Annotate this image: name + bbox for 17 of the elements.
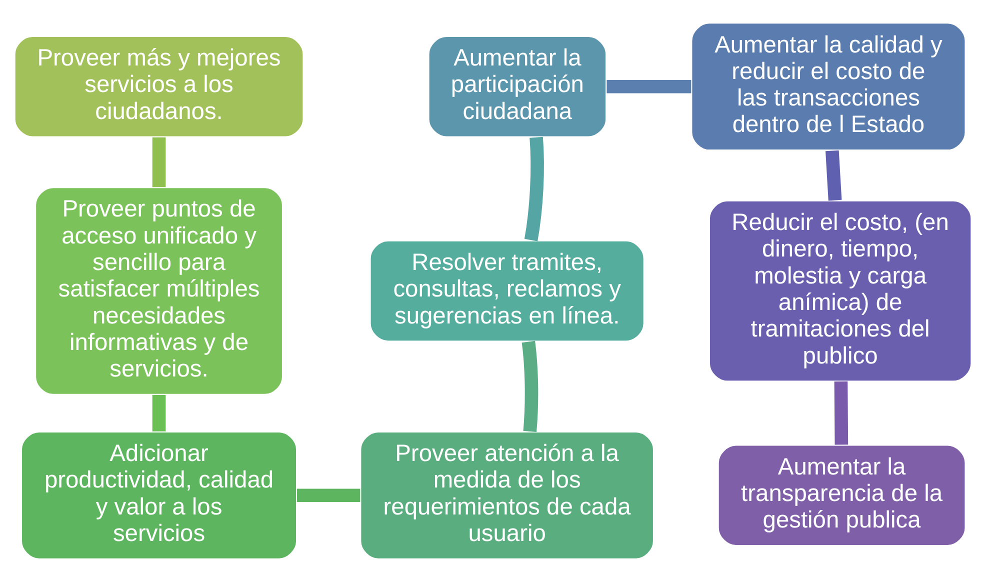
node-box: Aumentar la calidad y reducir el costo de las transacciones dentro de l Estado	[690, 22, 966, 152]
node-box: Proveer más y mejores servicios a los ciudadanos.	[14, 36, 304, 138]
node-box: Proveer puntos de acceso unificado y sencillo para satisfacer múltiples necesidades informativas y de servicios.	[34, 186, 284, 396]
connector	[152, 137, 166, 188]
node-box: Resolver tramites, consultas, reclamos y sugerencias en línea.	[369, 240, 645, 342]
connector	[152, 394, 166, 432]
connector	[826, 150, 842, 201]
connector	[297, 488, 360, 502]
node-box: Reducir el costo, (en dinero, tiempo, molestia y carga anímica) de tramitaciones del publico	[708, 200, 972, 382]
node-box: Aumentar la participación ciudadana	[428, 36, 608, 138]
node-box: Adicionar productividad, calidad y valor a los servicios	[20, 430, 298, 560]
connector	[606, 80, 692, 94]
node-box: Proveer atención a la medida de los requerimientos de cada usuario	[360, 430, 654, 560]
node-box: Aumentar la transparencia de la gestión publica	[717, 444, 966, 546]
connector	[524, 136, 544, 242]
connector	[834, 381, 848, 445]
connector	[522, 340, 538, 432]
